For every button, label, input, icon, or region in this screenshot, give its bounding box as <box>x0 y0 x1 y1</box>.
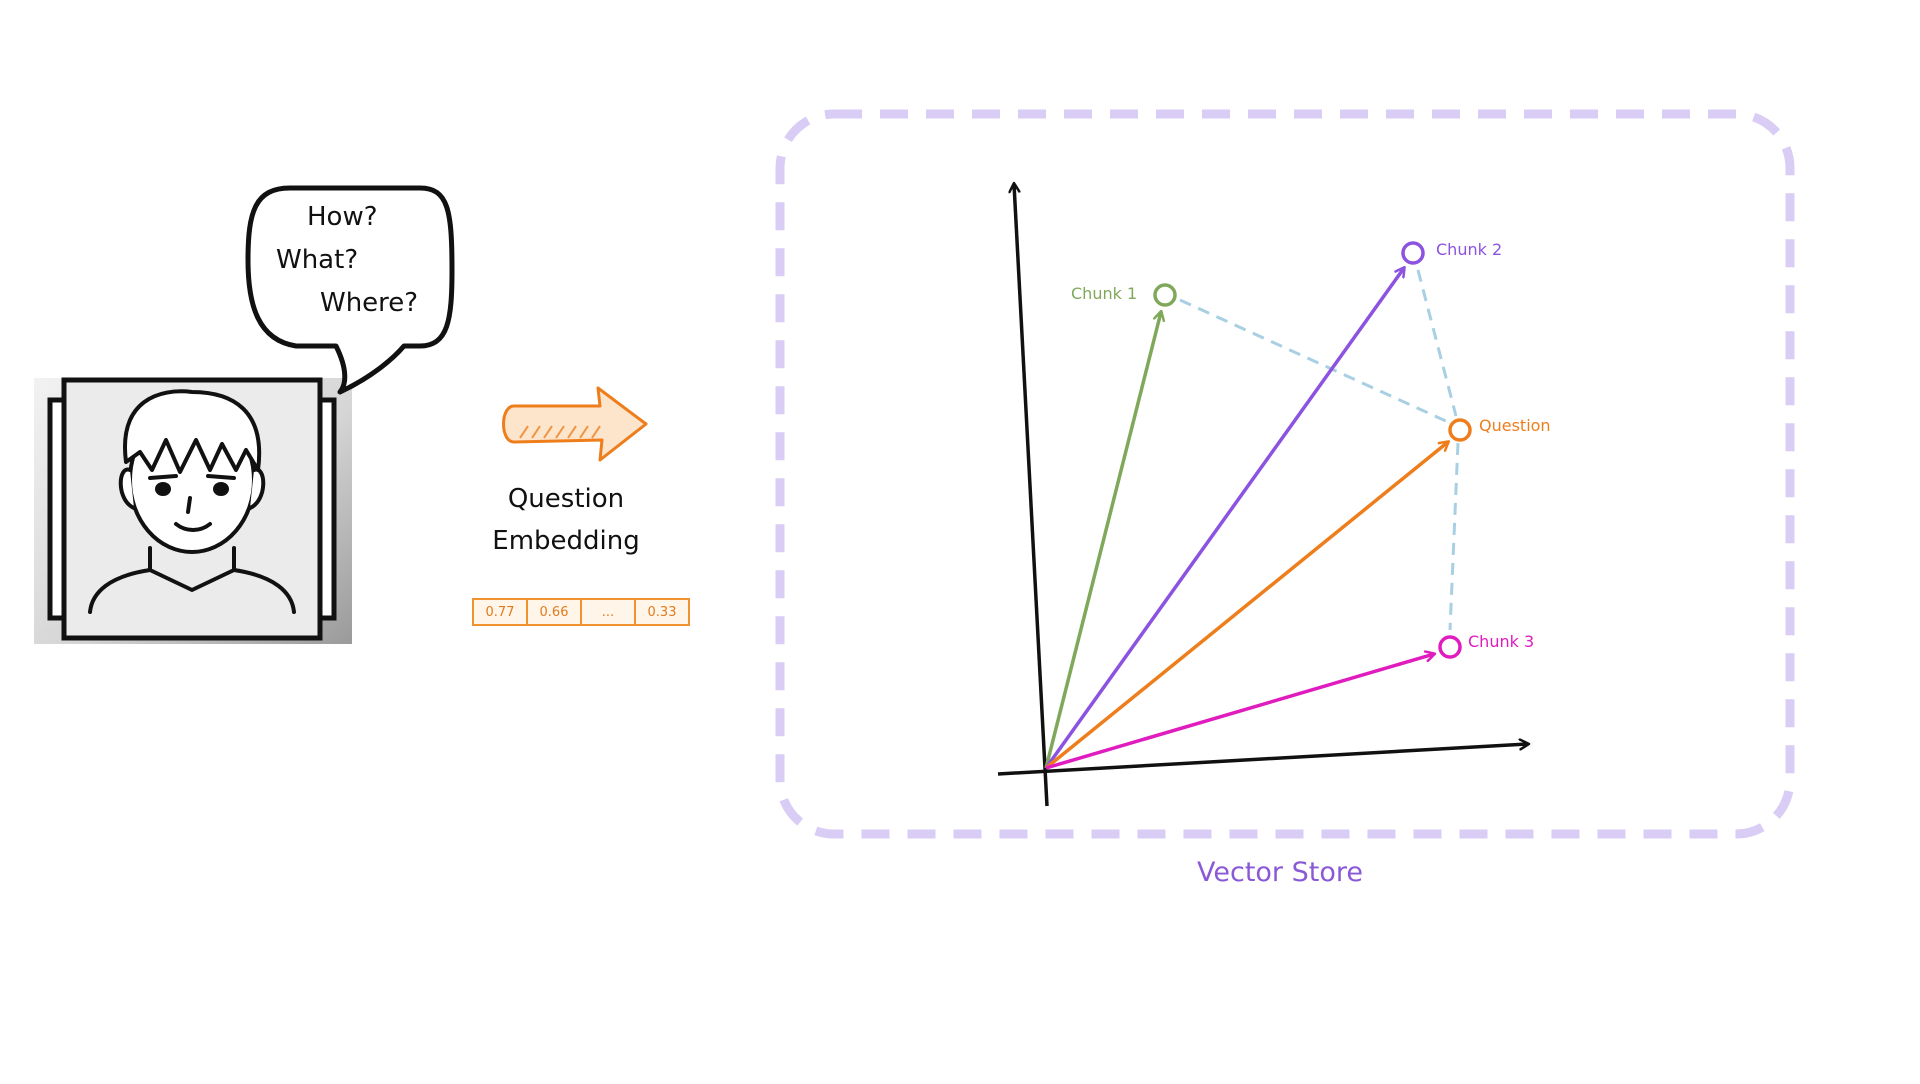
point-chunk-1 <box>1153 283 1177 307</box>
similarity-links <box>1179 269 1460 631</box>
vector-store-frame <box>775 109 1795 839</box>
vector-question <box>1044 442 1448 770</box>
label-chunk-2: Chunk 2 <box>1436 240 1503 259</box>
vector-chunk-1 <box>1044 312 1161 769</box>
embedding-label-line1: Question <box>507 484 625 514</box>
link-question-chunk3 <box>1448 442 1460 631</box>
label-chunk-1: Chunk 1 <box>1071 284 1138 303</box>
vector-cell: ... <box>582 600 636 624</box>
vector-cell: 0.66 <box>528 600 582 624</box>
x-axis <box>997 744 1528 776</box>
question-how: How? <box>307 202 378 232</box>
vector-cell: 0.77 <box>474 600 528 624</box>
person-face-icon <box>88 389 296 614</box>
vector-chunk-2 <box>1044 268 1404 770</box>
link-chunk2-question <box>1416 269 1458 417</box>
point-question <box>1448 418 1472 442</box>
vector-cell: 0.33 <box>647 604 677 620</box>
embedding-vector: 0.77 0.66 ... 0.33 <box>472 598 690 626</box>
question-what: What? <box>276 245 359 275</box>
embedding-label-line2: Embedding <box>492 526 640 556</box>
y-axis <box>1014 184 1049 807</box>
user-avatar <box>34 377 352 644</box>
label-question: Question <box>1479 416 1551 435</box>
question-where: Where? <box>320 288 419 318</box>
point-chunk-3 <box>1438 635 1462 659</box>
label-chunk-3: Chunk 3 <box>1468 632 1535 651</box>
link-chunk1-question <box>1179 298 1449 424</box>
point-chunk-2 <box>1401 241 1425 265</box>
orange-arrow-icon <box>502 386 648 462</box>
vector-store-title: Vector Store <box>1197 857 1363 888</box>
speech-bubble <box>245 185 455 395</box>
vector-chunk-3 <box>1045 654 1434 770</box>
